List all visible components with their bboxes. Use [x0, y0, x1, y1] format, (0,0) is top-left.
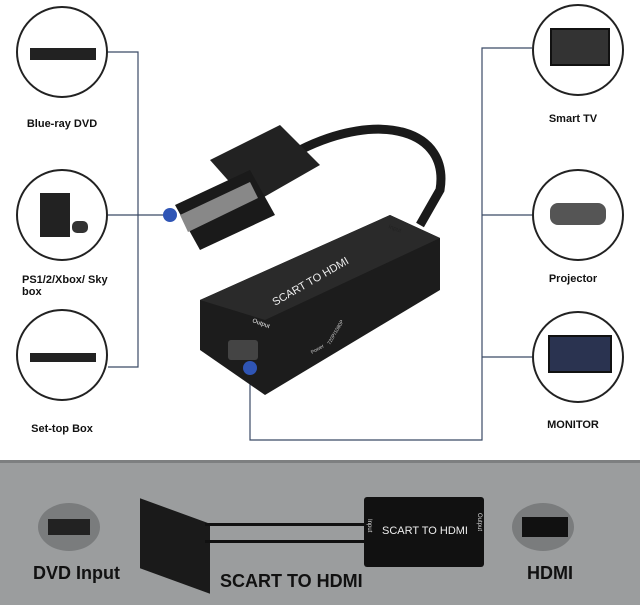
box-title: SCART TO HDMI	[382, 525, 468, 537]
input-dot	[163, 208, 177, 222]
tv-icon	[532, 4, 624, 96]
hdmi-port-icon	[512, 503, 574, 551]
scart-plug-icon	[140, 498, 210, 594]
monitor-icon	[532, 311, 624, 403]
cable	[297, 124, 446, 228]
box-input-label: Input	[366, 519, 372, 533]
hdmi-port	[228, 340, 258, 360]
adapter-box: SCART TO HDMI Input Output	[364, 497, 484, 567]
adapter-output-label: Output	[251, 318, 270, 330]
cable-label: SCART TO HDMI	[220, 571, 363, 591]
right-label-projector: Projector	[548, 273, 598, 285]
adapter-body	[200, 215, 440, 395]
set-top-box-icon	[16, 309, 108, 401]
output-dot	[243, 361, 257, 375]
bottom-band: DVD Input SCART TO HDMI Input Output SCA…	[0, 460, 640, 605]
scart-plug	[175, 125, 320, 250]
hdmi-label: HDMI	[527, 563, 573, 583]
left-label-settop: Set-top Box	[31, 423, 93, 435]
left-label-dvd: Blue-ray DVD	[26, 118, 98, 130]
right-label-tv: Smart TV	[548, 113, 598, 125]
adapter-input-label: Input	[387, 224, 402, 234]
cable-icon	[205, 523, 365, 543]
game-console-icon	[16, 169, 108, 261]
scart-port-icon	[38, 503, 100, 551]
box-output-label: Output	[476, 513, 482, 532]
connection-lines: SCART TO HDMI Input Output Power 720P/10…	[108, 47, 532, 441]
left-label-console: PS1/2/Xbox/ Sky box	[22, 274, 108, 298]
dvd-input-label: DVD Input	[33, 563, 120, 583]
projector-icon	[532, 169, 624, 261]
dvd-player-icon	[16, 6, 108, 98]
right-label-monitor: MONITOR	[547, 419, 599, 431]
